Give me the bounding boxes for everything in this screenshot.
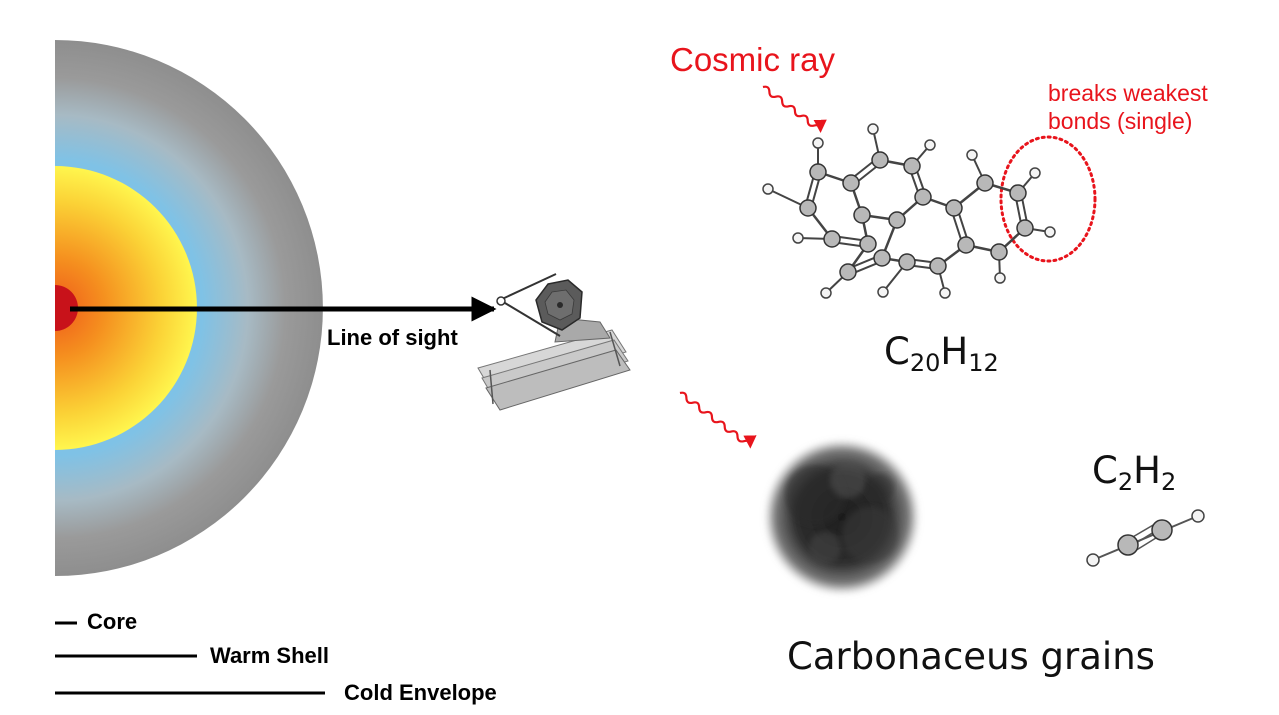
legend-core-label: Core <box>87 609 137 634</box>
carbon-atom <box>898 253 916 271</box>
carbon-atom <box>914 188 932 206</box>
carbon-atom <box>903 157 921 175</box>
hydrogen-atom <box>792 232 804 244</box>
carbon-atom <box>823 230 841 248</box>
carbon-atom <box>859 235 877 253</box>
c2h2-formula: C2H2 <box>1092 449 1176 496</box>
legend-warm-shell-label: Warm Shell <box>210 643 329 668</box>
hydrogen-atom <box>762 183 774 195</box>
hydrogen-atom <box>867 123 879 135</box>
carbon-atom <box>799 199 817 217</box>
telescope-icon <box>477 273 631 411</box>
c2h2-atom-c <box>1117 534 1139 556</box>
c2h2-c: C <box>1092 449 1118 492</box>
hydrogen-atom <box>812 137 824 149</box>
c20h12-h-sub: 12 <box>968 349 999 377</box>
carbonaceous-grain <box>764 439 920 595</box>
hydrogen-atom <box>820 287 832 299</box>
c20h12-molecule <box>762 123 1056 299</box>
carbonaceous-label: Carbonaceus grains <box>787 635 1155 678</box>
core-region <box>55 285 78 331</box>
c2h2-atom-h <box>1191 509 1205 523</box>
carbon-atom <box>957 236 975 254</box>
breaks-label-line2: bonds (single) <box>1048 108 1192 134</box>
hydrogen-atom <box>966 149 978 161</box>
hydrogen-atom <box>1044 226 1056 238</box>
c2h2-h-sub: 2 <box>1161 468 1176 496</box>
c20h12-h: H <box>940 330 968 373</box>
carbon-atom <box>853 206 871 224</box>
carbon-atom <box>842 174 860 192</box>
cosmic-ray-upper <box>762 85 827 133</box>
hydrogen-atom <box>939 287 951 299</box>
c2h2-atom-c <box>1151 519 1173 541</box>
c20h12-c-sub: 20 <box>910 349 941 377</box>
line-of-sight-label: Line of sight <box>327 325 458 350</box>
carbon-atom <box>945 199 963 217</box>
c20h12-formula: C20H12 <box>884 330 999 377</box>
cosmic-ray-label: Cosmic ray <box>670 41 836 78</box>
hydrogen-atom <box>877 286 889 298</box>
c20h12-c: C <box>884 330 910 373</box>
hydrogen-atom <box>924 139 936 151</box>
carbon-atom <box>839 263 857 281</box>
carbon-atom <box>871 151 889 169</box>
carbon-atom <box>1016 219 1034 237</box>
breaks-label-line1: breaks weakest <box>1048 80 1208 106</box>
carbon-atom <box>1009 184 1027 202</box>
carbon-atom <box>873 249 891 267</box>
hydrogen-atom <box>1029 167 1041 179</box>
c2h2-c-sub: 2 <box>1118 468 1133 496</box>
c2h2-h: H <box>1133 449 1161 492</box>
carbon-atom <box>976 174 994 192</box>
carbon-atom <box>888 211 906 229</box>
carbon-atom <box>809 163 827 181</box>
hydrogen-atom <box>994 272 1006 284</box>
legend-cold-envelope-label: Cold Envelope <box>344 680 497 705</box>
cosmic-ray-lower <box>679 391 757 449</box>
carbon-atom <box>929 257 947 275</box>
legend: Core Warm Shell Cold Envelope <box>55 609 497 705</box>
c2h2-molecule <box>1086 509 1205 567</box>
carbon-atom <box>990 243 1008 261</box>
weak-bond-highlight <box>999 135 1097 263</box>
c2h2-atom-h <box>1086 553 1100 567</box>
